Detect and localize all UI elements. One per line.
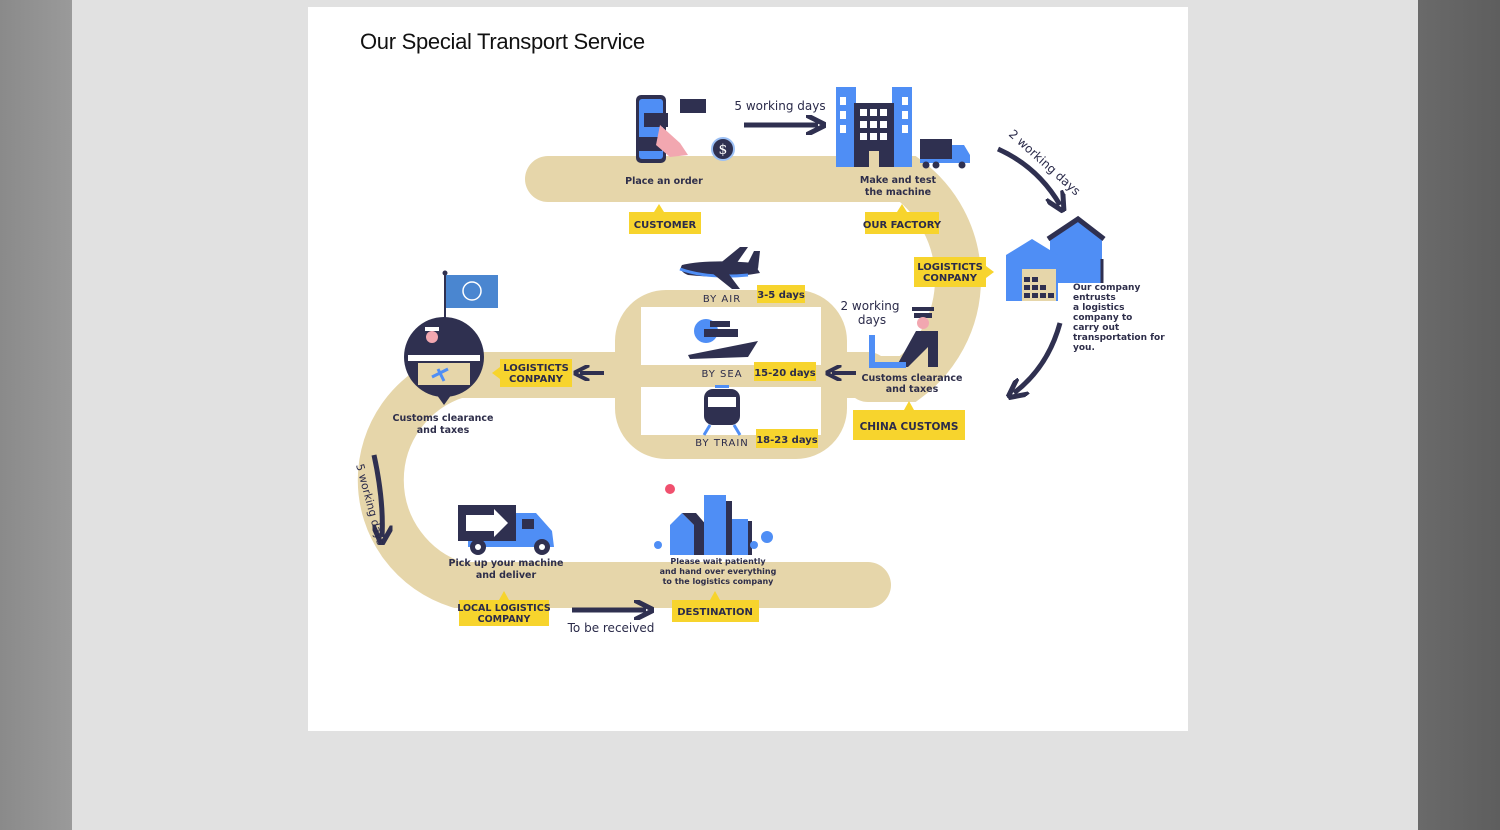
svg-text:DESTINATION: DESTINATION xyxy=(677,607,753,618)
city-icon xyxy=(654,484,773,555)
svg-text:and deliver: and deliver xyxy=(476,570,537,581)
svg-text:Please wait patiently: Please wait patiently xyxy=(670,557,766,566)
tag-logistics-company-1: LOGISTICTS CONPANY xyxy=(914,257,994,287)
step-logistics-company: LOGISTICTS CONPANY Our company entrusts … xyxy=(914,215,1165,393)
svg-text:and taxes: and taxes xyxy=(417,425,470,436)
svg-text:you.: you. xyxy=(1073,343,1095,353)
transport-sea: BY SEA 15-20 days xyxy=(688,319,816,381)
svg-text:transportation for: transportation for xyxy=(1073,333,1165,343)
order-caption: Place an order xyxy=(625,176,703,187)
svg-text:to the logistics company: to the logistics company xyxy=(663,577,775,586)
svg-text:entrusts: entrusts xyxy=(1073,293,1116,303)
svg-text:COMPANY: COMPANY xyxy=(478,614,531,625)
svg-text:BY AIR: BY AIR xyxy=(703,294,741,305)
tag-logistics-company-2: LOGISTICTS CONPANY xyxy=(492,359,572,387)
arrow-factory-to-logistics: 2 working days xyxy=(996,127,1083,205)
page-title: Our Special Transport Service xyxy=(360,29,645,54)
svg-text:OUR FACTORY: OUR FACTORY xyxy=(863,220,942,231)
transport-flow-diagram: $ Place an order CUSTOMER 5 working days xyxy=(353,87,1165,635)
svg-text:3-5 days: 3-5 days xyxy=(757,290,805,301)
un-flag-icon xyxy=(442,270,498,319)
svg-text:LOGISTICTS: LOGISTICTS xyxy=(503,363,569,374)
svg-text:CONPANY: CONPANY xyxy=(509,374,564,385)
airplane-icon xyxy=(679,247,760,289)
svg-text:18-23 days: 18-23 days xyxy=(756,435,818,446)
arrow-logistics-to-customs xyxy=(1014,322,1063,393)
svg-text:BY TRAIN: BY TRAIN xyxy=(695,438,749,449)
svg-text:Customs clearance: Customs clearance xyxy=(393,413,494,424)
infographic-card: Our Special Transport Service xyxy=(308,7,1188,731)
svg-text:15-20 days: 15-20 days xyxy=(754,368,816,379)
svg-text:$: $ xyxy=(719,142,728,158)
svg-text:5 working days: 5 working days xyxy=(734,99,825,113)
tag-customer: CUSTOMER xyxy=(629,204,701,234)
logistics-description: Our company entrusts a logistics company… xyxy=(1073,283,1165,353)
arrow-order-to-factory: 5 working days xyxy=(734,99,825,125)
transport-train: BY TRAIN 18-23 days xyxy=(695,385,818,449)
svg-text:LOCAL LOGISTICS: LOCAL LOGISTICS xyxy=(457,603,551,614)
train-icon xyxy=(702,385,742,436)
svg-text:To be received: To be received xyxy=(567,621,655,635)
factory-icon xyxy=(836,87,912,167)
svg-text:CONPANY: CONPANY xyxy=(923,273,978,284)
svg-text:BY SEA: BY SEA xyxy=(701,369,742,380)
tag-local-logistics: LOCAL LOGISTICS COMPANY xyxy=(457,591,551,626)
arrow-to-local xyxy=(371,454,382,537)
svg-text:Pick up your machine: Pick up your machine xyxy=(449,558,564,569)
customs-desk-icon xyxy=(404,317,484,405)
phone-order-icon: $ xyxy=(636,95,735,163)
step-place-order: $ Place an order CUSTOMER xyxy=(625,95,735,234)
transport-air: BY AIR 3-5 days xyxy=(679,247,805,305)
svg-text:2 working: 2 working xyxy=(840,299,899,313)
customs-officer-icon xyxy=(869,307,938,368)
svg-text:the machine: the machine xyxy=(865,187,931,198)
svg-text:and hand over everything: and hand over everything xyxy=(660,567,777,576)
svg-text:carry out: carry out xyxy=(1073,323,1120,333)
svg-text:Our company: Our company xyxy=(1073,283,1140,293)
delivery-truck-icon xyxy=(458,505,554,555)
svg-text:company to: company to xyxy=(1073,313,1132,323)
truck-icon xyxy=(920,139,970,169)
svg-text:and taxes: and taxes xyxy=(886,384,939,395)
warehouse-icon xyxy=(1006,215,1106,301)
step-factory: Make and test the machine OUR FACTORY xyxy=(836,87,970,234)
svg-text:LOGISTICTS: LOGISTICTS xyxy=(917,262,983,273)
tag-china-customs: CHINA CUSTOMS xyxy=(853,401,965,440)
step-china-customs: 2 working days Customs clearance and tax… xyxy=(832,299,965,440)
svg-text:CHINA CUSTOMS: CHINA CUSTOMS xyxy=(860,421,959,433)
svg-text:Make and test: Make and test xyxy=(860,175,937,186)
step-destination: Please wait patiently and hand over ever… xyxy=(654,484,777,622)
tag-destination: DESTINATION xyxy=(672,591,759,622)
svg-text:CUSTOMER: CUSTOMER xyxy=(634,220,697,231)
arrow-to-destination: To be received xyxy=(567,610,655,635)
step-local-logistics: Pick up your machine and deliver LOCAL L… xyxy=(449,505,564,626)
svg-text:a logistics: a logistics xyxy=(1073,303,1124,313)
svg-text:Customs clearance: Customs clearance xyxy=(862,373,963,384)
svg-text:days: days xyxy=(858,313,886,327)
tag-our-factory: OUR FACTORY xyxy=(863,204,942,234)
ship-icon xyxy=(688,319,758,359)
